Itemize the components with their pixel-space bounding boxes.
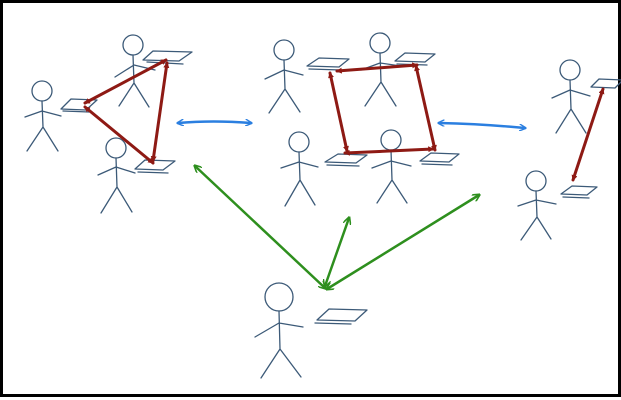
tablet-icon bbox=[394, 52, 436, 66]
double-arrow-icon bbox=[328, 71, 349, 153]
double-arrow-icon bbox=[178, 122, 251, 124]
double-arrow-icon bbox=[325, 218, 349, 286]
tablet-icon bbox=[134, 159, 176, 174]
double-arrow-icon bbox=[343, 146, 435, 156]
double-arrow-icon bbox=[571, 87, 605, 182]
tablet-icon bbox=[590, 78, 621, 89]
stick-figure-icon bbox=[280, 131, 319, 207]
stick-figure-icon bbox=[254, 282, 304, 379]
tablet-icon bbox=[314, 308, 368, 325]
tablet-icon bbox=[306, 57, 350, 71]
double-arrow-icon bbox=[439, 123, 525, 128]
double-arrow-icon bbox=[414, 64, 437, 152]
stick-figure-icon bbox=[517, 170, 557, 241]
double-arrow-icon bbox=[150, 61, 170, 163]
double-arrow-icon bbox=[195, 166, 325, 288]
tablet-icon bbox=[560, 185, 598, 199]
stick-figure-icon bbox=[114, 34, 156, 108]
double-arrow-icon bbox=[83, 105, 155, 165]
stick-figure-icon bbox=[264, 39, 304, 114]
double-arrow-icon bbox=[335, 62, 419, 74]
collaboration-diagram bbox=[24, 32, 621, 379]
tablet-icon bbox=[324, 153, 368, 167]
stick-figure-icon bbox=[97, 137, 136, 214]
tablet-icon bbox=[419, 152, 460, 166]
stick-figure-icon bbox=[371, 129, 412, 204]
stick-figure-icon bbox=[24, 80, 62, 152]
stick-figure-icon bbox=[551, 59, 591, 134]
double-arrow-icon bbox=[327, 195, 479, 289]
